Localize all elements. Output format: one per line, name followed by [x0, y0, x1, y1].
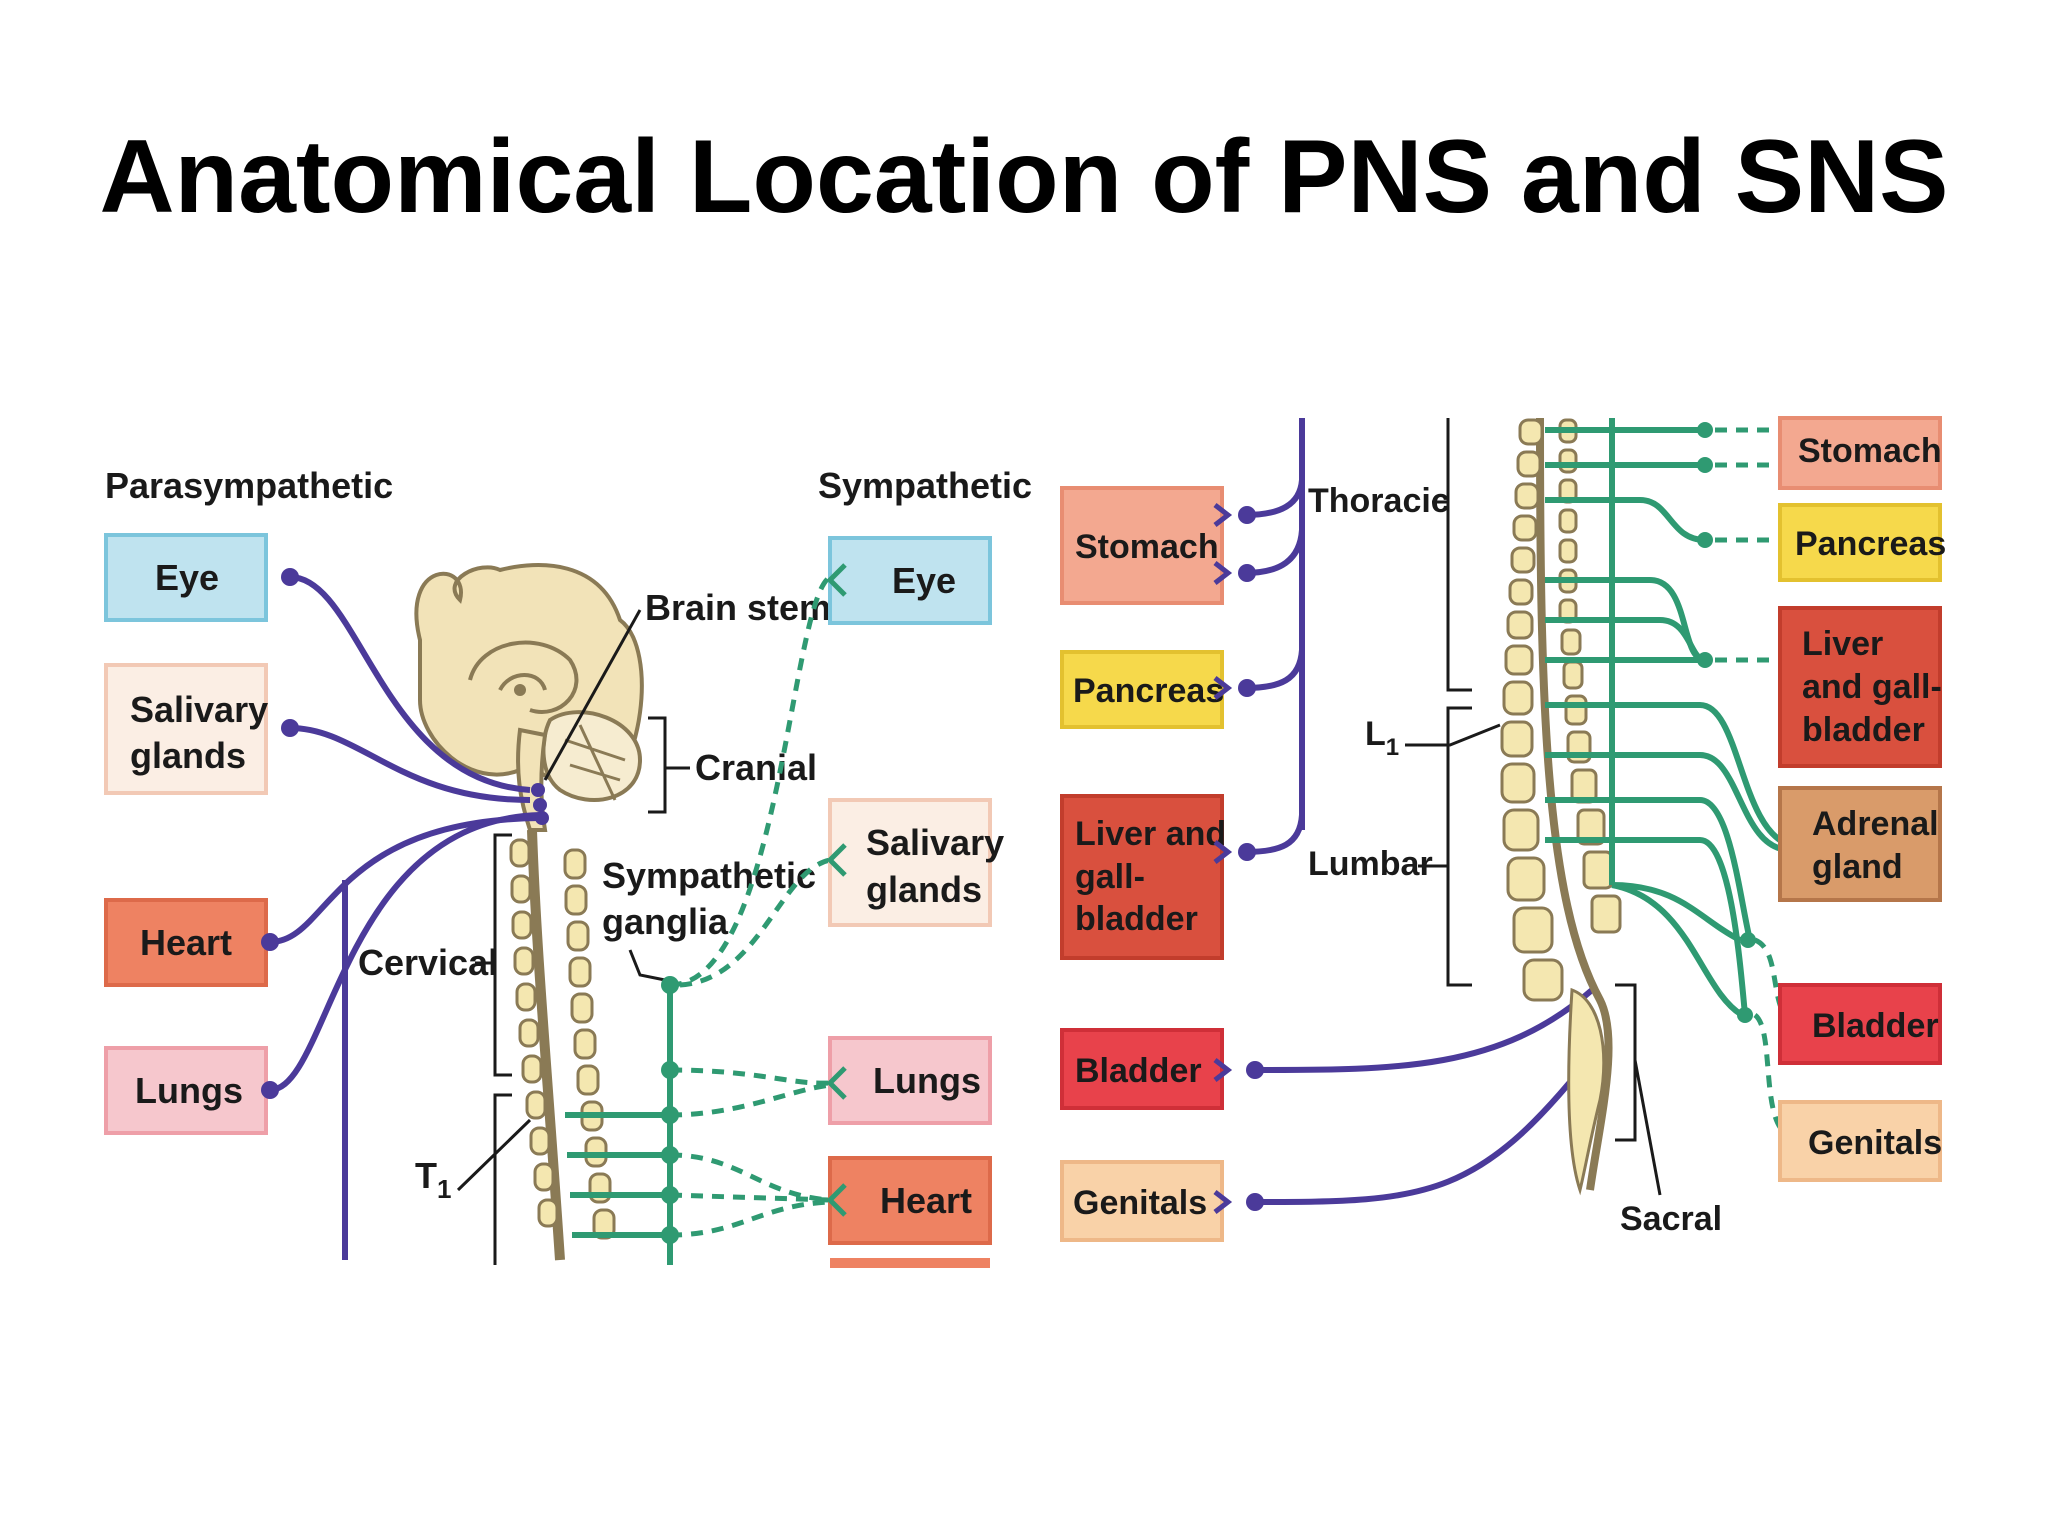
para-liver-label-line2: gall- [1075, 858, 1145, 896]
para-lungs-box [104, 1046, 268, 1135]
para-salivary-label-line2: glands [130, 735, 246, 776]
symp-salivary-box [828, 798, 992, 927]
thoracic-label: Thoracic [1308, 482, 1450, 520]
cervical-label: Cervical [358, 942, 498, 983]
symp-nerves-left [565, 574, 832, 1265]
left-panel: Parasympathetic Sympathetic [104, 465, 1032, 1268]
sacral-label: Sacral [1620, 1200, 1722, 1238]
symp-salivary-label-line1: Salivary [866, 822, 1004, 863]
para-liver-label-line1: Liver and [1075, 815, 1226, 853]
para-liver-box [1060, 794, 1224, 960]
symp-pancreas-box [1778, 503, 1942, 582]
para-pancreas-label: Pancreas [1073, 672, 1224, 710]
para-pancreas-box [1060, 650, 1224, 729]
symp-heart-box [828, 1156, 992, 1245]
para-salivary-label-line1: Salivary [130, 689, 268, 730]
symp-cropped-box [830, 1258, 990, 1268]
symp-lungs-box [828, 1036, 992, 1125]
symp-genitals-box [1778, 1100, 1942, 1182]
t1-label: T1 [415, 1155, 451, 1204]
right-panel: Stomach Pancreas Liver and gall- bladder… [1060, 416, 1946, 1242]
para-stomach-label: Stomach [1075, 528, 1219, 566]
symp-adrenal-label-line2: gland [1812, 848, 1903, 886]
symp-liver-label-line1: Liver [1802, 625, 1883, 663]
symp-genitals-label: Genitals [1808, 1124, 1942, 1162]
lumbar-label: Lumbar [1308, 845, 1433, 883]
symp-liver-label-line3: bladder [1802, 711, 1925, 749]
para-liver-label-line3: bladder [1075, 900, 1198, 938]
para-genitals-label: Genitals [1073, 1184, 1207, 1222]
symp-adrenal-box [1778, 786, 1942, 902]
spinal-cord-right [1500, 417, 1622, 1196]
para-eye-label: Eye [155, 557, 219, 598]
para-heart-box [104, 898, 268, 987]
symp-stomach-box [1778, 416, 1942, 490]
para-bladder-box [1060, 1028, 1224, 1110]
cranial-label: Cranial [695, 747, 817, 788]
para-nerves-left [261, 568, 549, 1260]
sympathetic-ganglia-label-line1: Sympathetic [602, 855, 816, 896]
slide-title: Anatomical Location of PNS and SNS [99, 119, 1949, 235]
l1-label: L1 [1365, 715, 1399, 761]
para-salivary-box [104, 663, 268, 795]
brain-stem-label: Brain stem [645, 587, 831, 628]
symp-eye-label: Eye [892, 560, 956, 601]
para-bladder-label: Bladder [1075, 1052, 1202, 1090]
symp-bladder-label: Bladder [1812, 1007, 1939, 1045]
symp-heart-label: Heart [880, 1180, 972, 1221]
symp-bladder-box [1778, 983, 1942, 1065]
para-heart-label: Heart [140, 922, 232, 963]
para-nerves-right [1213, 418, 1603, 1214]
para-stomach-box [1060, 486, 1224, 605]
symp-pancreas-label: Pancreas [1795, 525, 1946, 563]
symp-lungs-label: Lungs [873, 1060, 981, 1101]
para-eye-box [104, 533, 268, 622]
symp-stomach-label: Stomach [1798, 432, 1942, 470]
symp-salivary-label-line2: glands [866, 869, 982, 910]
parasympathetic-header: Parasympathetic [105, 465, 393, 506]
symp-liver-label-line2: and gall- [1802, 668, 1942, 706]
sympathetic-header: Sympathetic [818, 465, 1032, 506]
symp-liver-box [1778, 606, 1942, 768]
sympathetic-ganglia-label-line2: ganglia [602, 901, 729, 942]
para-genitals-box [1060, 1160, 1224, 1242]
brain-illustration [414, 563, 644, 832]
para-lungs-label: Lungs [135, 1070, 243, 1111]
symp-adrenal-label-line1: Adrenal [1812, 805, 1939, 843]
